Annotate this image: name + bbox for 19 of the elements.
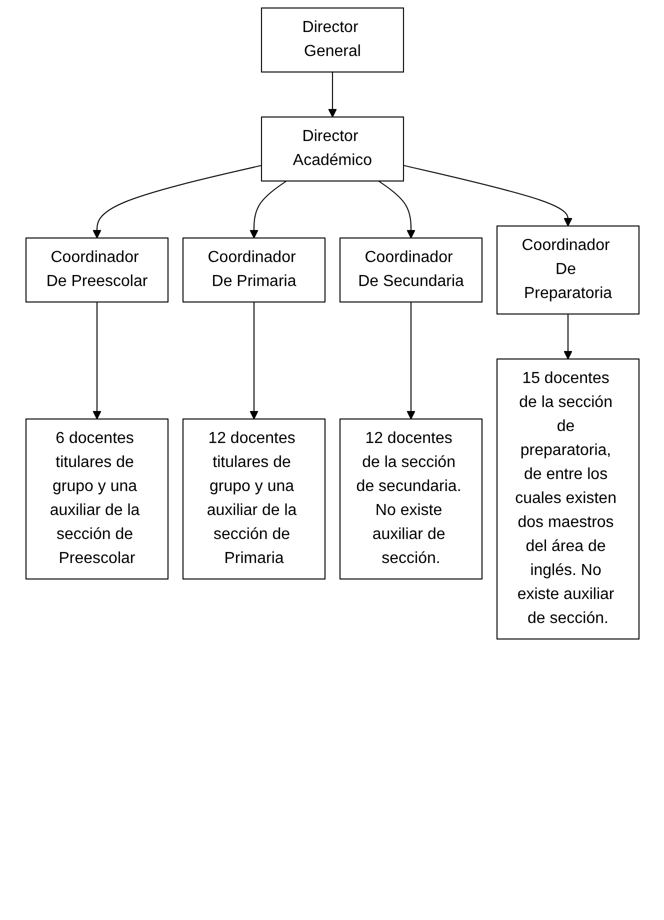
node-box: 6 docentes titulares de grupo y una auxiliar de la sección de Preescolar: [25, 418, 168, 580]
arrow: [402, 164, 572, 226]
node-box: Director General: [260, 8, 404, 72]
node-box: Coordinador De Primaria: [182, 238, 325, 302]
node-box: Coordinador De Secundaria: [339, 238, 482, 302]
node-box: Director Académico: [260, 116, 404, 182]
node-box: Coordinador De Preparatoria: [496, 226, 639, 314]
arrow: [249, 302, 258, 420]
arrow: [92, 302, 101, 420]
node-box: 12 docentes de la sección de secundaria. No existe auxiliar de sección.: [339, 418, 482, 580]
node-box: Coordinador De Preescolar: [25, 238, 168, 302]
arrow: [378, 180, 415, 238]
arrow: [328, 72, 336, 118]
arrow: [563, 314, 572, 360]
arrow: [92, 164, 262, 238]
node-box: 15 docentes de la sección de preparatoria, de entre los cuales existen dos maestros del área de inglés. No existe auxiliar de sección.: [496, 358, 639, 640]
arrow: [406, 302, 415, 420]
node-box: 12 docentes titulares de grupo y una auxiliar de la sección de Primaria: [182, 418, 325, 580]
arrow: [249, 180, 286, 238]
